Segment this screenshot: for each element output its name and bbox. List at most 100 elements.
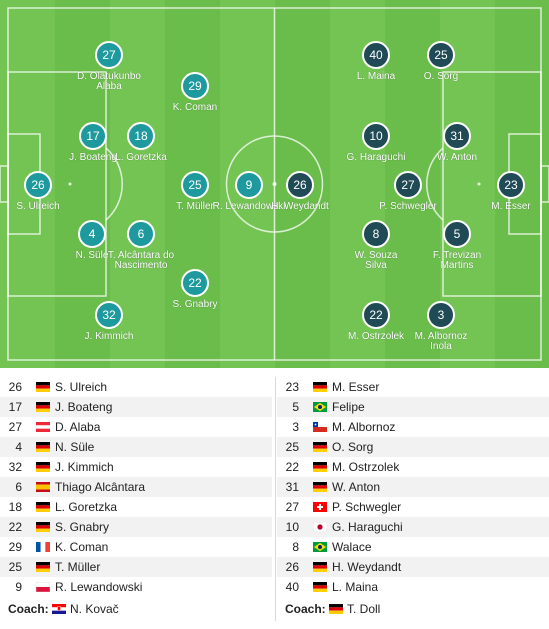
lineup-name[interactable]: G. Haraguchi <box>332 520 403 534</box>
away-player[interactable]: 26 H. Weydandt <box>240 171 360 212</box>
player-number: 18 <box>127 122 155 150</box>
away-player[interactable]: 40 L. Maina <box>316 41 436 82</box>
lineup-name[interactable]: M. Ostrzolek <box>332 460 400 474</box>
lineup-row[interactable]: 5 Felipe <box>277 397 549 417</box>
away-player[interactable]: 23 M. Esser <box>451 171 549 212</box>
home-player[interactable]: 22 S. Gnabry <box>135 269 255 310</box>
germany-flag <box>36 462 50 472</box>
home-player[interactable]: 29 K. Coman <box>135 72 255 113</box>
home-player[interactable]: 26 S. Ulreich <box>0 171 98 212</box>
lineup-name[interactable]: Felipe <box>332 400 365 414</box>
lineup-name[interactable]: N. Süle <box>55 440 95 454</box>
player-name: N. Süle <box>75 250 109 261</box>
home-player[interactable]: 9 R. Lewandowski <box>189 171 309 212</box>
lineup-name[interactable]: Walace <box>332 540 372 554</box>
home-player[interactable]: 27 D. Olatukunbo Alaba <box>49 41 169 92</box>
lineup-row[interactable]: 22 M. Ostrzolek <box>277 457 549 477</box>
home-player[interactable]: 4 N. Süle <box>32 220 152 261</box>
lineup-name[interactable]: J. Kimmich <box>55 460 114 474</box>
lineup-number: 22 <box>285 460 299 474</box>
home-player[interactable]: 25 T. Müller <box>135 171 255 212</box>
lineup-name[interactable]: L. Maina <box>332 580 379 594</box>
player-name: J. Kimmich <box>84 331 134 342</box>
away-player[interactable]: 10 G. Haraguchi <box>316 122 436 163</box>
away-player[interactable]: 8 W. Souza Silva <box>316 220 436 271</box>
lineup-name[interactable]: J. Boateng <box>55 400 113 414</box>
home-player[interactable]: 18 L. Goretzka <box>81 122 201 163</box>
player-number: 4 <box>78 220 106 248</box>
germany-flag <box>329 604 343 614</box>
away-coach: Coach: T. Doll <box>277 599 549 619</box>
lineup-name[interactable]: W. Anton <box>332 480 381 494</box>
home-player[interactable]: 17 J. Boateng <box>33 122 153 163</box>
lineup-name[interactable]: R. Lewandowski <box>55 580 143 594</box>
lineup-name[interactable]: Thiago Alcântara <box>55 480 146 494</box>
away-player[interactable]: 3 M. Albornoz Inola <box>381 301 501 352</box>
germany-flag <box>36 522 50 532</box>
lineup-row[interactable]: 31 W. Anton <box>277 477 549 497</box>
lineup-number: 27 <box>285 500 299 514</box>
player-number: 10 <box>362 122 390 150</box>
home-player[interactable]: 32 J. Kimmich <box>49 301 169 342</box>
lineup-name[interactable]: S. Gnabry <box>55 520 110 534</box>
lineup-name[interactable]: D. Alaba <box>55 420 101 434</box>
germany-flag <box>36 382 50 392</box>
player-number: 8 <box>362 220 390 248</box>
player-name: H. Weydandt <box>271 201 329 212</box>
away-player[interactable]: 27 P. Schwegler <box>348 171 468 212</box>
lineup-name[interactable]: M. Esser <box>332 380 380 394</box>
player-name: M. Ostrzolek <box>347 331 405 342</box>
lineup-name[interactable]: K. Coman <box>55 540 109 554</box>
germany-flag <box>36 442 50 452</box>
germany-flag <box>313 482 327 492</box>
coach-name[interactable]: T. Doll <box>347 602 381 616</box>
player-name: K. Coman <box>172 102 218 113</box>
away-player[interactable]: 31 W. Anton <box>397 122 517 163</box>
lineup-name[interactable]: O. Sorg <box>332 440 374 454</box>
lineup-name[interactable]: L. Goretzka <box>55 500 118 514</box>
lineup-name[interactable]: P. Schwegler <box>332 500 402 514</box>
player-number: 40 <box>362 41 390 69</box>
lineup-number: 5 <box>292 400 299 414</box>
germany-flag <box>313 382 327 392</box>
lineup-row[interactable]: 8 Walace <box>277 537 549 557</box>
austria-flag <box>36 422 50 432</box>
france-flag <box>36 542 50 552</box>
away-player[interactable]: 22 M. Ostrzolek <box>316 301 436 342</box>
spain-flag <box>36 482 50 492</box>
away-player[interactable]: 25 O. Sorg <box>381 41 501 82</box>
lineup-row[interactable]: 27 P. Schwegler <box>277 497 549 517</box>
lineup-number: 8 <box>292 540 299 554</box>
lineup-name[interactable]: H. Weydandt <box>332 560 402 574</box>
coach-name[interactable]: N. Kovač <box>70 602 119 616</box>
home-player[interactable]: 6 T. Alcântara do Nascimento <box>81 220 201 271</box>
column-divider <box>275 377 276 621</box>
lineup-number: 31 <box>285 480 299 494</box>
lineup-name[interactable]: T. Müller <box>55 560 101 574</box>
player-number: 26 <box>24 171 52 199</box>
player-name: M. Albornoz Inola <box>414 331 468 352</box>
germany-flag <box>313 582 327 592</box>
lineup-name[interactable]: M. Albornoz <box>332 420 396 434</box>
away-player[interactable]: 5 F. Trevizan Martins <box>397 220 517 271</box>
lineup-name[interactable]: S. Ulreich <box>55 380 108 394</box>
